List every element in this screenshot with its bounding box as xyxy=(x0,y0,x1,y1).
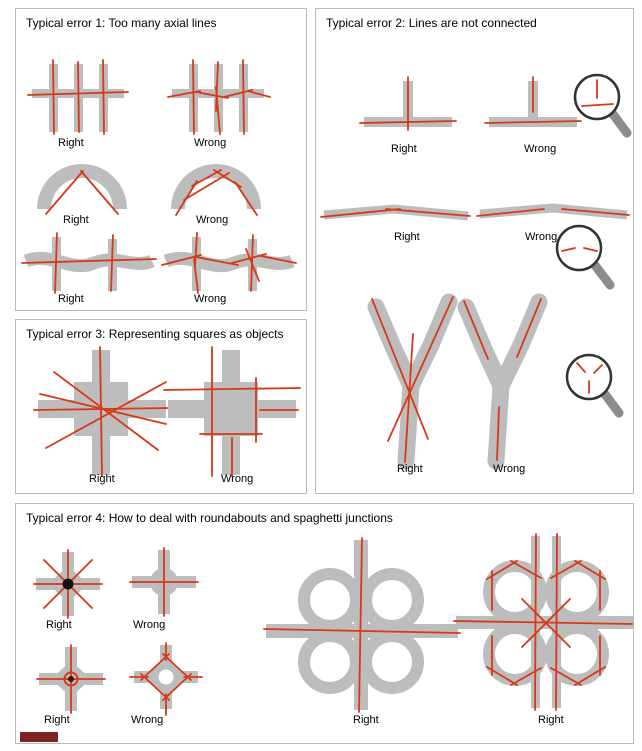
label-wrong: Wrong xyxy=(133,619,166,631)
fig-arc-wrong xyxy=(171,164,261,216)
label-right: Right xyxy=(391,143,417,155)
fig-roundabout1-wrong xyxy=(129,547,199,617)
fig-yjunction-wrong xyxy=(457,293,548,470)
panel-error3-title: Typical error 3: Representing squares as… xyxy=(26,327,284,341)
magnifier-icon xyxy=(555,224,615,290)
fig-straightline-wrong xyxy=(476,203,630,220)
watermark-bar xyxy=(20,732,58,742)
roundabout-dot xyxy=(62,578,74,590)
label-wrong: Wrong xyxy=(194,293,227,305)
panel-error3: Typical error 3: Representing squares as… xyxy=(15,319,307,494)
label-right: Right xyxy=(538,714,564,726)
label-wrong: Wrong xyxy=(525,231,558,243)
label-right: Right xyxy=(397,463,423,475)
label-wrong: Wrong xyxy=(131,714,164,726)
label-right: Right xyxy=(58,137,84,149)
fig-wavy-wrong xyxy=(161,232,297,294)
roundabout-dot xyxy=(68,676,74,682)
fig-tjunction-right xyxy=(359,76,457,131)
fig-straightline-right xyxy=(320,204,471,221)
fig-square-right xyxy=(33,346,171,477)
label-wrong: Wrong xyxy=(196,214,229,226)
magnifier-icon xyxy=(565,353,624,418)
label-right: Right xyxy=(89,473,115,485)
panel-error4-graphics xyxy=(33,533,633,716)
fig-square-wrong xyxy=(163,346,301,477)
fig-roundabout2-right xyxy=(36,644,106,714)
magnifier-icon xyxy=(573,73,632,138)
label-wrong: Wrong xyxy=(493,463,526,475)
fig-cloverleaf-detailed-right xyxy=(453,533,633,711)
fig-yjunction-right xyxy=(367,293,458,470)
panel-error1-graphics xyxy=(21,59,297,294)
label-right: Right xyxy=(63,214,89,226)
panel-error4-title: Typical error 4: How to deal with rounda… xyxy=(26,511,393,525)
label-right: Right xyxy=(44,714,70,726)
fig-roundabout1-right xyxy=(33,549,103,619)
fig-ladder-right xyxy=(27,59,129,135)
label-wrong: Wrong xyxy=(221,473,254,485)
label-right: Right xyxy=(46,619,72,631)
label-wrong: Wrong xyxy=(524,143,557,155)
panel-error3-graphics xyxy=(33,346,301,477)
panel-error1: Typical error 1: Too many axial lines xyxy=(15,8,307,311)
fig-arc-right xyxy=(37,164,127,215)
fig-cloverleaf-simple-right xyxy=(263,537,461,713)
fig-tjunction-wrong xyxy=(484,76,582,127)
label-right: Right xyxy=(353,714,379,726)
label-right: Right xyxy=(394,231,420,243)
label-wrong: Wrong xyxy=(194,137,227,149)
fig-roundabout2-wrong xyxy=(129,642,203,716)
fig-wavy-right xyxy=(21,232,157,294)
panel-error4: Typical error 4: How to deal with rounda… xyxy=(15,503,634,744)
panel-error2-title: Typical error 2: Lines are not connected xyxy=(326,16,537,30)
panel-error2: Typical error 2: Lines are not connected xyxy=(315,8,634,494)
panel-error2-graphics xyxy=(320,73,632,470)
fig-ladder-wrong xyxy=(167,59,271,135)
label-right: Right xyxy=(58,293,84,305)
panel-error1-title: Typical error 1: Too many axial lines xyxy=(26,16,217,30)
